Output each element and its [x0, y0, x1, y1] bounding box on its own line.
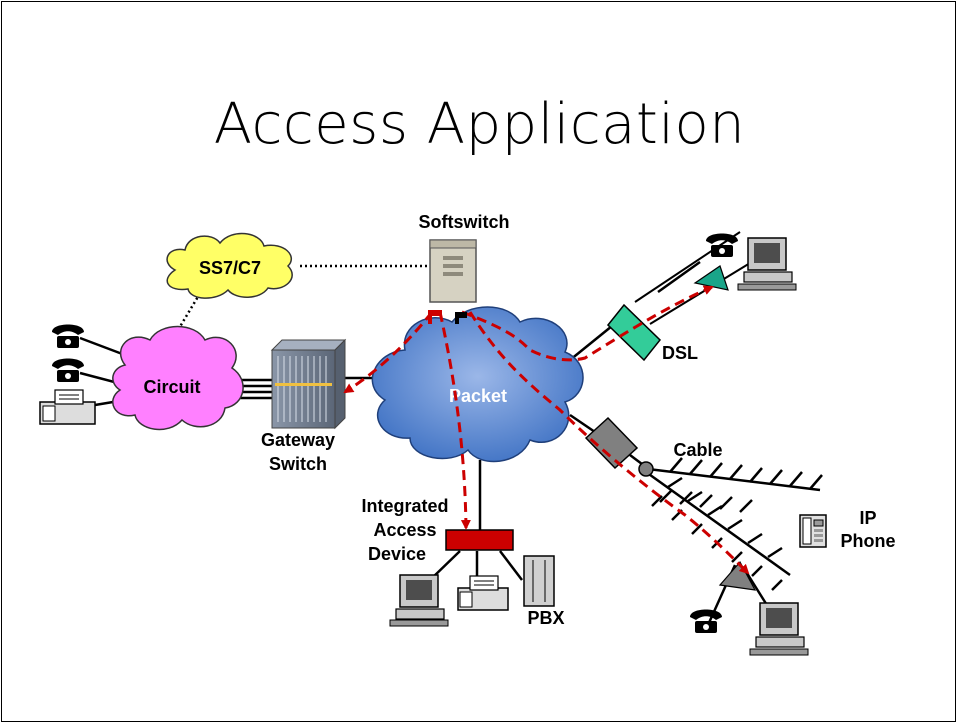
ip-phone-icon	[799, 514, 827, 548]
pbx-label: PBX	[527, 608, 564, 628]
ip-phone-label-1: IP	[859, 508, 876, 528]
dsl-label: DSL	[662, 343, 698, 363]
softswitch-server	[429, 239, 477, 303]
cable-taps	[651, 457, 823, 591]
cable-tap-node	[638, 461, 654, 477]
softswitch-label: Softswitch	[418, 212, 509, 232]
gateway-label-2: Switch	[269, 454, 327, 474]
pbx-icon	[523, 555, 555, 607]
cable-modem	[584, 416, 639, 470]
circuit-label: Circuit	[143, 377, 200, 397]
iad-label-3: Device	[368, 544, 426, 564]
ss7-cloud: SS7/C7	[166, 232, 293, 299]
softswitch-ports	[428, 310, 467, 324]
computer-icon	[737, 237, 797, 291]
cable-splitter	[718, 560, 757, 591]
gateway-label-1: Gateway	[261, 430, 335, 450]
phone-icon	[690, 609, 722, 633]
ss7-label: SS7/C7	[199, 258, 261, 278]
computer-icon	[389, 574, 449, 627]
slide-title: Access Application	[213, 92, 746, 157]
gateway-switch	[270, 338, 347, 430]
signalling-links	[173, 264, 428, 336]
iad-label-1: Integrated	[361, 496, 448, 516]
phone-icon	[52, 324, 84, 348]
fax-icon	[457, 575, 509, 611]
iad-label-2: Access	[373, 520, 436, 540]
ip-phone-label-2: Phone	[840, 531, 895, 551]
cable-label: Cable	[673, 440, 722, 460]
packet-cloud: Packet	[371, 306, 584, 463]
integrated-access-device	[445, 529, 514, 551]
dsl-modem	[606, 303, 662, 362]
phone-icon	[52, 358, 84, 382]
call-paths	[343, 285, 750, 575]
circuit-cloud: Circuit	[112, 325, 244, 431]
phone-icon	[706, 233, 738, 257]
fax-icon	[39, 389, 96, 425]
packet-label: Packet	[449, 386, 507, 406]
computer-icon	[749, 602, 809, 656]
